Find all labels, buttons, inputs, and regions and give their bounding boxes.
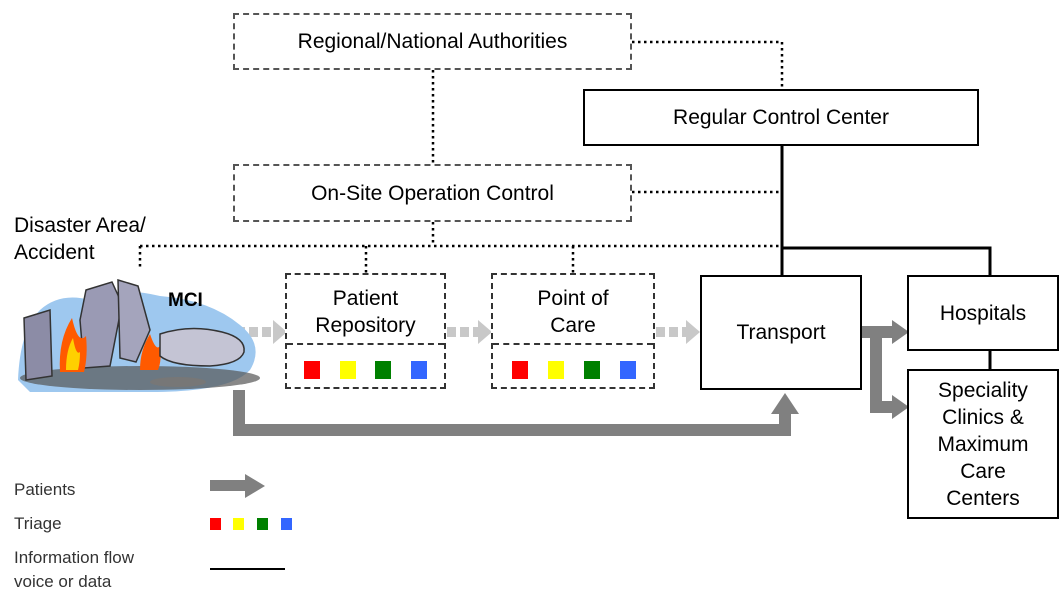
disaster-area-label-line2: Accident [14, 241, 95, 264]
speciality-label-line3: Maximum [937, 432, 1029, 456]
control-center-to-hospitals-line [782, 246, 992, 276]
legend-triage-blue-square [281, 518, 292, 530]
regular-control-center-label: Regular Control Center [673, 106, 889, 129]
patient-flow-arrows-dark [233, 320, 909, 436]
on-site-operation-control-label: On-Site Operation Control [311, 181, 554, 205]
patient-repository-box: Patient Repository [285, 273, 446, 389]
transport-to-receiving-arrows [862, 326, 894, 413]
hospitals-label: Hospitals [939, 301, 1027, 325]
disaster-scene-illustration [18, 278, 260, 392]
legend-triage-green-square [257, 518, 268, 530]
point-of-care-divider [493, 343, 653, 345]
patient-repository-label-line1: Patient [332, 287, 399, 310]
transport-box: Transport [700, 275, 862, 390]
triage-red-square [304, 361, 320, 379]
patient-repository-label-line2: Repository [315, 314, 416, 337]
legend-triage-yellow-square [233, 518, 244, 530]
legend-information-flow-label: Information flow voice or data [14, 546, 134, 594]
transport-label: Transport [736, 321, 826, 344]
legend-information-flow-line2: voice or data [14, 572, 112, 591]
speciality-clinics-box: Speciality Clinics & Maximum Care Center… [907, 369, 1059, 519]
legend-patient-arrow-shaft [210, 480, 246, 491]
legend-information-flow-line1: Information flow [14, 548, 134, 567]
triage-green-square [584, 361, 600, 379]
point-of-care-title: Point of Care [493, 285, 653, 339]
point-of-care-to-transport-arrow [656, 320, 700, 344]
speciality-label-line4: Care [960, 459, 1006, 483]
legend-marks [210, 474, 285, 570]
disaster-area-label: Disaster Area/ Accident [14, 212, 146, 266]
on-site-operation-control-box: On-Site Operation Control [233, 164, 632, 222]
regional-authorities-label: Regional/National Authorities [297, 30, 568, 53]
patient-flow-arrows-light [236, 320, 700, 344]
disaster-area-label-line1: Disaster Area/ [14, 214, 146, 237]
point-of-care-label-line1: Point of [537, 287, 609, 310]
direct-to-transport-arrow [233, 390, 791, 436]
triage-blue-square [620, 361, 636, 379]
triage-blue-square [411, 361, 427, 379]
triage-yellow-square [340, 361, 356, 379]
triage-red-square [512, 361, 528, 379]
speciality-label-line1: Speciality [938, 378, 1028, 402]
mci-label: MCI [168, 290, 203, 311]
authorities-to-control-center-line [632, 40, 784, 90]
point-of-care-label-line2: Care [550, 314, 596, 337]
hospitals-box: Hospitals [907, 275, 1059, 351]
speciality-label-line5: Centers [946, 486, 1020, 510]
repository-to-point-of-care-arrow [447, 320, 492, 344]
regular-control-center-box: Regular Control Center [583, 89, 979, 146]
regional-authorities-box: Regional/National Authorities [233, 13, 632, 70]
patient-repository-title: Patient Repository [287, 285, 444, 339]
speciality-label-line2: Clinics & [942, 405, 1024, 429]
legend-triage-red-square [210, 518, 221, 530]
triage-yellow-square [548, 361, 564, 379]
legend-triage-label: Triage [14, 514, 62, 533]
legend-patients-label: Patients [14, 480, 76, 499]
triage-green-square [375, 361, 391, 379]
point-of-care-box: Point of Care [491, 273, 655, 389]
patient-repository-divider [287, 343, 444, 345]
legend-patient-arrow-head [245, 474, 265, 498]
